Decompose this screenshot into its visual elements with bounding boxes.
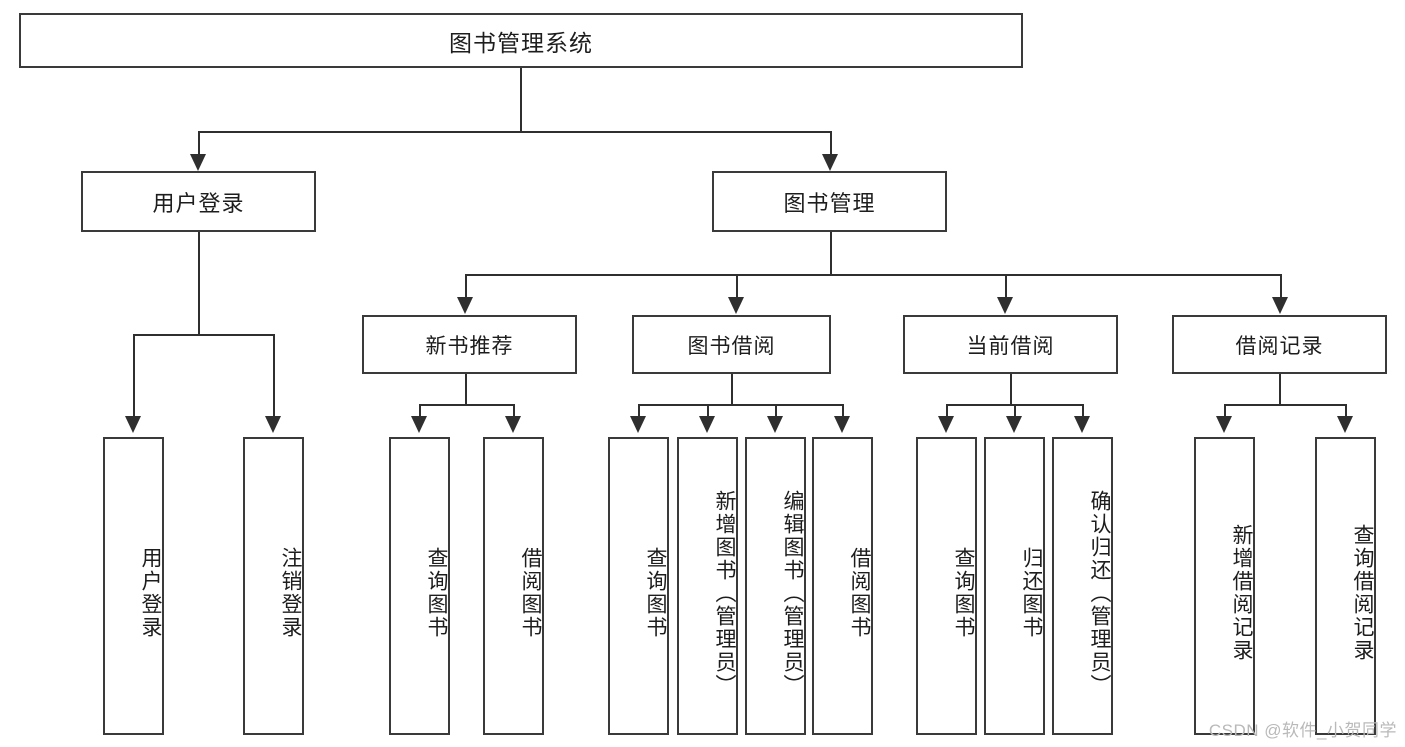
leaf-borrow-borrow-book[interactable]: 借阅图书 xyxy=(812,437,873,735)
arrow-user-leaf-2 xyxy=(265,416,281,433)
leaf-user-logout[interactable]: 注销登录 xyxy=(243,437,304,735)
connector-newbook-drop-2 xyxy=(513,404,515,417)
arrow-to-borrow-record xyxy=(1272,297,1288,314)
connector-root-to-user xyxy=(198,131,200,155)
leaf-current-query-book[interactable]: 查询图书 xyxy=(916,437,977,735)
arrow-to-user-login xyxy=(190,154,206,171)
leaf-current-return-book[interactable]: 归还图书 xyxy=(984,437,1045,735)
connector-root-to-book xyxy=(830,131,832,155)
connector-current-drop-1 xyxy=(946,404,948,417)
connector-book-bus xyxy=(465,274,1280,276)
leaf-record-add-record[interactable]: 新增借阅记录 xyxy=(1194,437,1255,735)
connector-book-drop-2 xyxy=(736,274,738,298)
arrow-to-borrow xyxy=(728,297,744,314)
arrow-newbook-leaf-2 xyxy=(505,416,521,433)
node-current-borrow[interactable]: 当前借阅 xyxy=(903,315,1118,374)
arrow-borrow-leaf-4 xyxy=(834,416,850,433)
connector-book-stem xyxy=(830,232,832,274)
arrow-record-leaf-2 xyxy=(1337,416,1353,433)
arrow-user-leaf-1 xyxy=(125,416,141,433)
connector-book-drop-1 xyxy=(465,274,467,298)
leaf-newbook-query-book[interactable]: 查询图书 xyxy=(389,437,450,735)
connector-borrow-drop-3 xyxy=(775,404,777,417)
connector-current-stem xyxy=(1010,374,1012,404)
arrow-borrow-leaf-3 xyxy=(767,416,783,433)
connector-newbook-drop-1 xyxy=(419,404,421,417)
connector-current-drop-3 xyxy=(1082,404,1084,417)
connector-newbook-stem xyxy=(465,374,467,404)
arrow-borrow-leaf-1 xyxy=(630,416,646,433)
arrow-record-leaf-1 xyxy=(1216,416,1232,433)
connector-record-stem xyxy=(1279,374,1281,404)
connector-borrow-drop-2 xyxy=(707,404,709,417)
connector-book-drop-3 xyxy=(1005,274,1007,298)
leaf-record-query-record[interactable]: 查询借阅记录 xyxy=(1315,437,1376,735)
leaf-current-confirm-return-admin[interactable]: 确认归还（管理员） xyxy=(1052,437,1113,735)
arrow-to-new-book xyxy=(457,297,473,314)
arrow-to-current-borrow xyxy=(997,297,1013,314)
connector-borrow-stem xyxy=(731,374,733,404)
connector-current-drop-2 xyxy=(1014,404,1016,417)
connector-root-stem xyxy=(520,68,522,131)
node-user-login[interactable]: 用户登录 xyxy=(81,171,316,232)
node-book-management[interactable]: 图书管理 xyxy=(712,171,947,232)
leaf-borrow-query-book[interactable]: 查询图书 xyxy=(608,437,669,735)
node-new-book-recommend[interactable]: 新书推荐 xyxy=(362,315,577,374)
connector-root-bus xyxy=(198,131,832,133)
arrow-newbook-leaf-1 xyxy=(411,416,427,433)
connector-book-drop-4 xyxy=(1280,274,1282,298)
leaf-user-login[interactable]: 用户登录 xyxy=(103,437,164,735)
arrow-borrow-leaf-2 xyxy=(699,416,715,433)
node-root-system[interactable]: 图书管理系统 xyxy=(19,13,1023,68)
connector-borrow-bus xyxy=(638,404,842,406)
connector-borrow-drop-4 xyxy=(842,404,844,417)
connector-borrow-drop-1 xyxy=(638,404,640,417)
leaf-newbook-borrow-book[interactable]: 借阅图书 xyxy=(483,437,544,735)
connector-user-drop-1 xyxy=(133,334,135,417)
connector-record-drop-2 xyxy=(1345,404,1347,417)
node-book-borrow[interactable]: 图书借阅 xyxy=(632,315,831,374)
connector-user-stem xyxy=(198,232,200,334)
connector-user-bus xyxy=(133,334,273,336)
connector-record-bus xyxy=(1224,404,1345,406)
node-borrow-record[interactable]: 借阅记录 xyxy=(1172,315,1387,374)
connector-user-drop-2 xyxy=(273,334,275,417)
arrow-current-leaf-2 xyxy=(1006,416,1022,433)
csdn-watermark: CSDN @软件_小贺同学 xyxy=(1208,721,1397,740)
leaf-borrow-add-book-admin[interactable]: 新增图书（管理员） xyxy=(677,437,738,735)
leaf-borrow-edit-book-admin[interactable]: 编辑图书（管理员） xyxy=(745,437,806,735)
arrow-current-leaf-1 xyxy=(938,416,954,433)
arrow-current-leaf-3 xyxy=(1074,416,1090,433)
arrow-to-book-manage xyxy=(822,154,838,171)
connector-newbook-bus xyxy=(419,404,513,406)
connector-record-drop-1 xyxy=(1224,404,1226,417)
